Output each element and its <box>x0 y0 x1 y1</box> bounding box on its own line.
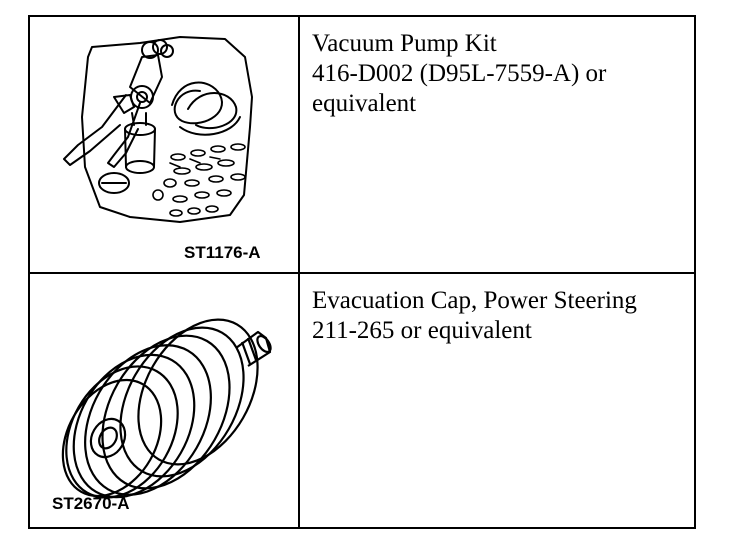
tool-description: Evacuation Cap, Power Steering 211-265 o… <box>300 274 694 527</box>
tool-row-evacuation-cap: ST2670-A Evacuation Cap, Power Steering … <box>30 274 694 527</box>
tool-part-number: 416-D002 (D95L-7559-A) or <box>312 60 607 87</box>
tool-image-cell: ST1176-A <box>30 17 300 272</box>
tool-name: Vacuum Pump Kit <box>312 30 497 57</box>
tool-image-cell: ST2670-A <box>30 274 300 527</box>
illustration-code: ST2670-A <box>52 494 130 513</box>
special-tools-table: ST1176-A Vacuum Pump Kit 416-D002 (D95L-… <box>28 15 696 529</box>
vacuum-pump-kit-illustration-icon <box>63 36 253 223</box>
tool-description: Vacuum Pump Kit 416-D002 (D95L-7559-A) o… <box>300 17 694 272</box>
tool-row-vacuum-pump: ST1176-A Vacuum Pump Kit 416-D002 (D95L-… <box>30 17 694 274</box>
evacuation-cap-illustration-icon <box>61 318 272 499</box>
tool-part-number: 211-265 or equivalent <box>312 317 532 344</box>
tool-name: Evacuation Cap, Power Steering <box>312 287 637 314</box>
illustration-code: ST1176-A <box>184 243 261 262</box>
tool-note: equivalent <box>312 90 417 117</box>
